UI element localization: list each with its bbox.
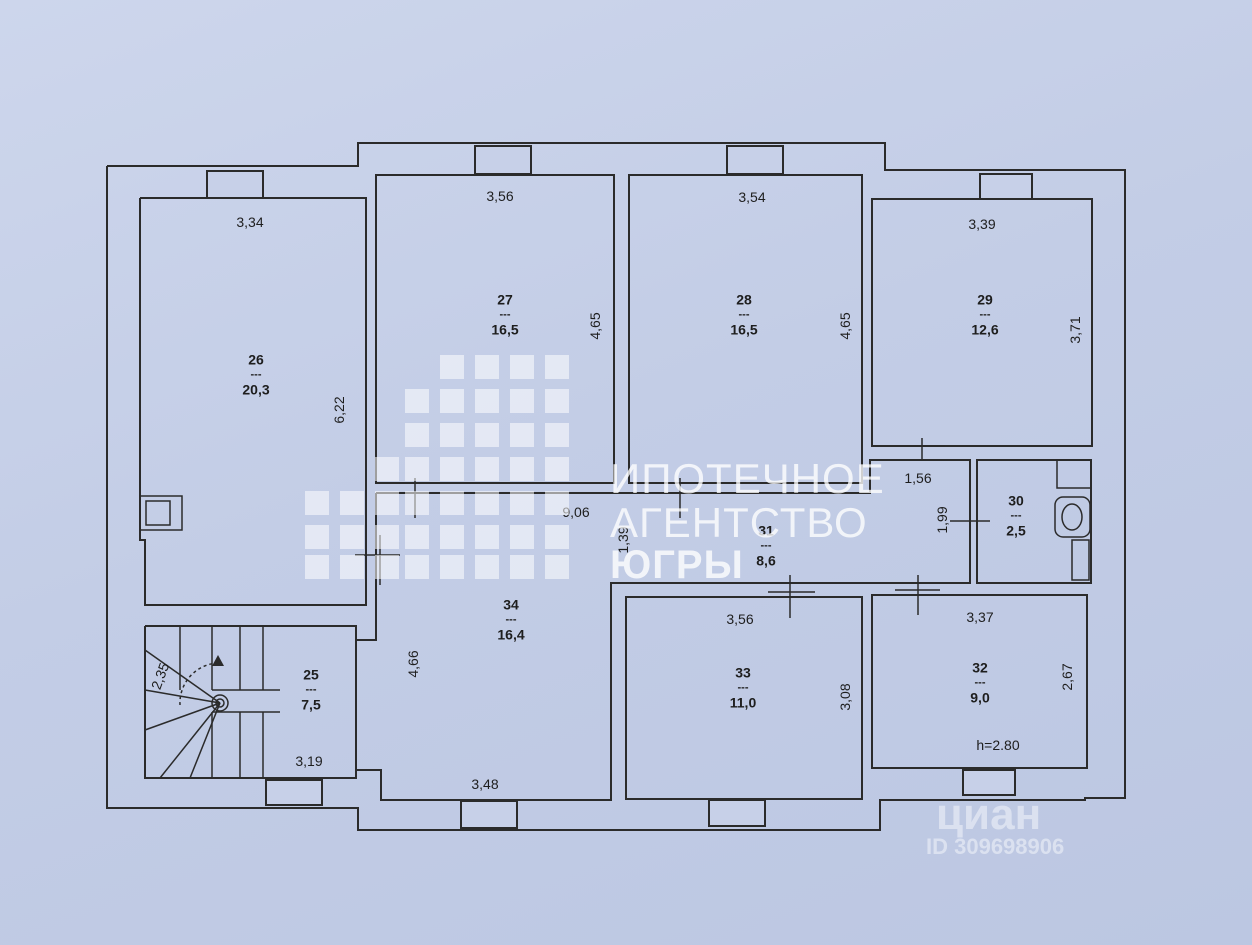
room-number: 31: [758, 522, 774, 539]
room-number: 29: [977, 291, 993, 308]
dim-30-width: 1,56: [904, 470, 932, 486]
separator: ---: [738, 308, 750, 321]
watermark-line2: АГЕНТСТВО: [610, 499, 868, 546]
room-number: 30: [1008, 492, 1024, 509]
dim-28-width: 3,54: [738, 189, 766, 205]
room-25-wall: [144, 625, 357, 779]
room-area: 20,3: [242, 381, 270, 398]
separator: ---: [737, 681, 749, 694]
room-number: 25: [303, 666, 319, 683]
cian-watermark: циан: [936, 790, 1042, 839]
room-34-label: 34 --- 16,4: [497, 596, 524, 645]
dim-26-height: 6,22: [331, 396, 347, 424]
cian-id-watermark: ID 309698906: [926, 834, 1065, 859]
room-30-wall: [976, 459, 1092, 584]
room-33-wall: [625, 596, 863, 800]
dim-29-height: 3,71: [1067, 316, 1083, 344]
dim-28-height: 4,65: [837, 312, 853, 340]
room-area: 12,6: [971, 321, 999, 338]
separator: ---: [760, 539, 772, 552]
room-area: 2,5: [1006, 522, 1026, 539]
ceiling-height: h=2.80: [976, 737, 1020, 753]
room-31-label: 31 --- 8,6: [756, 522, 775, 571]
separator: ---: [1010, 509, 1022, 522]
window: [726, 145, 784, 175]
separator: ---: [979, 308, 991, 321]
dim-32-height: 2,67: [1059, 663, 1075, 691]
room-area: 9,0: [970, 689, 990, 706]
watermark-line1: ИПОТЕЧНОЕ: [610, 455, 885, 502]
shaft: [139, 495, 183, 531]
separator: ---: [505, 613, 517, 626]
room-number: 32: [972, 659, 988, 676]
dim-32-width: 3,37: [966, 609, 994, 625]
room-30-label: 30 --- 2,5: [1006, 492, 1025, 541]
room-28-label: 28 --- 16,5: [730, 291, 757, 340]
room-area: 16,5: [730, 321, 758, 338]
room-26-wall: [139, 197, 367, 606]
separator: ---: [305, 683, 317, 696]
room-29-label: 29 --- 12,6: [971, 291, 998, 340]
window: [708, 799, 766, 827]
door-marks: [355, 438, 990, 618]
room-29-wall: [871, 198, 1093, 447]
window: [265, 779, 323, 806]
window: [460, 800, 518, 829]
dim-31-width: 9,06: [562, 504, 590, 520]
dim-27-width: 3,56: [486, 188, 514, 204]
bathtub-icon: [1054, 496, 1091, 538]
room-33-label: 33 --- 11,0: [730, 664, 756, 713]
room-32-wall: [871, 594, 1088, 769]
room-25-label: 25 --- 7,5: [301, 666, 320, 715]
separator: ---: [250, 368, 262, 381]
room-26-label: 26 --- 20,3: [242, 351, 269, 400]
window: [474, 145, 532, 175]
window: [962, 769, 1016, 796]
dim-33-width: 3,56: [726, 611, 754, 627]
separator: ---: [974, 676, 986, 689]
room-area: 7,5: [301, 696, 321, 713]
watermark-line3: ЮГРЫ: [610, 543, 744, 587]
room-27-label: 27 --- 16,5: [491, 291, 518, 340]
room-number: 26: [248, 351, 264, 368]
dim-27-height: 4,65: [587, 312, 603, 340]
dim-30-height: 1,99: [934, 506, 950, 534]
staircase-icon: [144, 626, 280, 779]
outer-wall: [106, 142, 1126, 831]
room-number: 33: [735, 664, 751, 681]
room-27-wall: [375, 174, 615, 484]
room-number: 27: [497, 291, 513, 308]
room-28-wall: [628, 174, 863, 484]
separator: ---: [499, 308, 511, 321]
dim-34-width: 3,48: [471, 776, 499, 792]
dim-33-height: 3,08: [837, 683, 853, 711]
dim-34-height: 4,66: [405, 650, 421, 678]
dim-25-width: 3,19: [295, 753, 323, 769]
room-number: 34: [503, 596, 519, 613]
window: [206, 170, 264, 199]
dim-26-width: 3,34: [236, 214, 264, 230]
room-area: 8,6: [756, 552, 776, 569]
room-32-label: 32 --- 9,0: [970, 659, 989, 708]
room-number: 28: [736, 291, 752, 308]
room-area: 16,4: [497, 626, 525, 643]
room-area: 16,5: [491, 321, 519, 338]
dim-29-width: 3,39: [968, 216, 996, 232]
window: [979, 173, 1033, 200]
room-area: 11,0: [729, 694, 757, 711]
